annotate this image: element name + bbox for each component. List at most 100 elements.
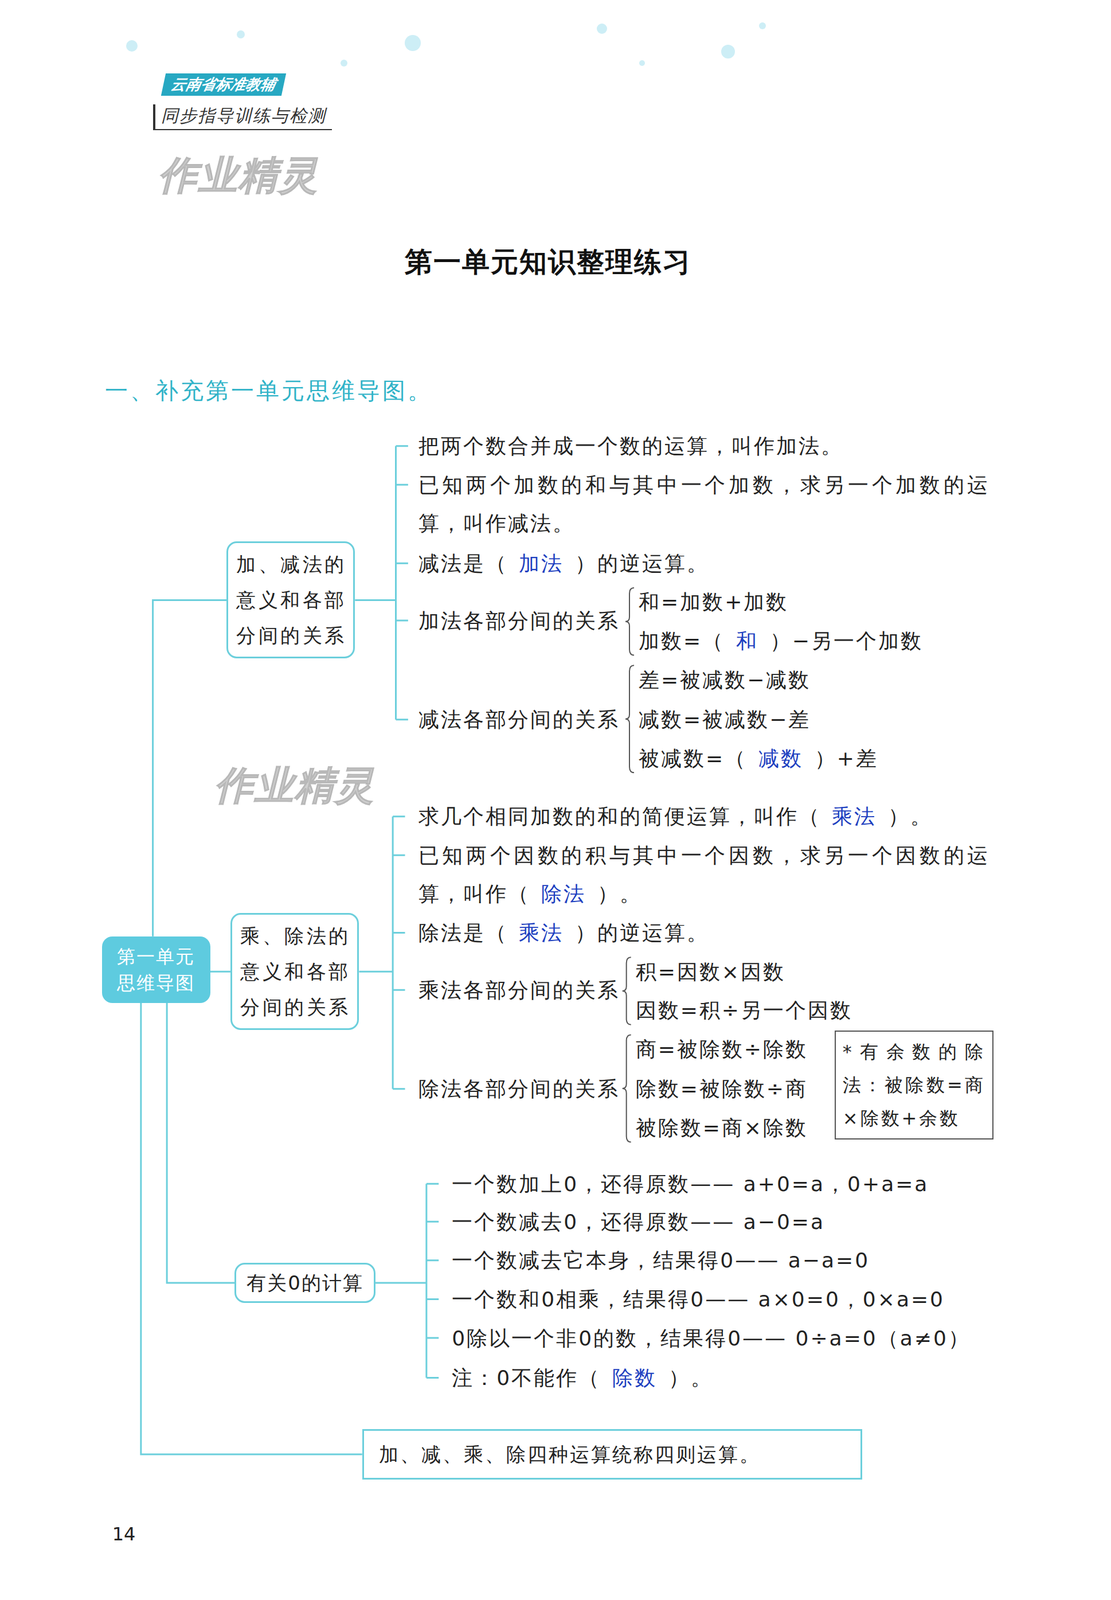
text-line: 差=被减数−减数 — [638, 660, 811, 699]
statement-text: 加数=（ — [638, 628, 725, 653]
statement-text: ）。 — [668, 1365, 714, 1390]
section-heading: 一、补充第一单元思维导图。 — [104, 374, 433, 407]
statement-text: 因数=积÷另一个因数 — [635, 998, 853, 1022]
statement-text: 乘法各部分间的关系 — [418, 978, 620, 1002]
text-line: 一个数减去它本身，结果得0—— a−a=0 — [451, 1240, 870, 1279]
statement-text: 除法是（ — [418, 920, 508, 945]
statement-text: ）+差 — [814, 746, 879, 770]
page-number: 14 — [112, 1522, 136, 1545]
statement-text: 加法各部分间的关系 — [418, 608, 620, 633]
text-line: 商=被除数÷除数 — [635, 1029, 808, 1069]
statement-text: 商=被除数÷除数 — [635, 1037, 808, 1061]
answer-text: 乘法 — [820, 804, 889, 828]
statement-text: ）。 — [597, 881, 643, 906]
statement-text: 一个数减去0，还得原数—— a−0=a — [451, 1209, 825, 1234]
answer-text: 乘法 — [507, 920, 576, 945]
text-line: 除法是（乘法）的逆运算。 — [418, 913, 710, 952]
node-text: 第一单元 思维导图 — [107, 943, 205, 996]
statement-text: ）−另一个加数 — [769, 628, 923, 653]
branch-connector — [141, 1002, 363, 1454]
text-line: 加数=（和）−另一个加数 — [638, 621, 923, 660]
curly-brace — [625, 587, 635, 655]
bracket — [354, 446, 409, 720]
page-title: 第一单元知识整理练习 — [0, 243, 1097, 281]
bracket — [358, 816, 405, 1089]
text-line: 一个数加上0，还得原数—— a+0=a，0+a=a — [451, 1164, 929, 1203]
text-line: 积=因数×因数 — [635, 952, 786, 991]
text-line: 减法是（加法）的逆运算。 — [418, 544, 710, 583]
series-name: 同步指导训练与检测 — [153, 104, 332, 131]
text-line: 乘法各部分间的关系 — [418, 970, 620, 1009]
dot — [721, 44, 735, 59]
text-line: 已知两个加数的和与其中一个加数，求另一个加数的运算，叫作减法。 — [418, 465, 991, 543]
text-line: 把两个数合并成一个数的运算，叫作加法。 — [418, 426, 844, 465]
text-line: 求几个相同加数的和的简便运算，叫作（乘法）。 — [418, 796, 934, 836]
answer-text: 减数 — [746, 746, 815, 770]
dot — [340, 59, 348, 67]
statement-text: ）。 — [887, 804, 933, 828]
dot — [639, 60, 645, 66]
statement-text: 已知两个因数的积与其中一个因数，求另一个因数的运算，叫作（ — [418, 843, 991, 906]
curly-brace — [622, 1034, 632, 1142]
watermark: 作业精灵 — [158, 149, 319, 202]
answer-text: 除法 — [530, 881, 598, 906]
topic-box: 有关0的计算 — [234, 1262, 376, 1303]
node-text: 有关0的计算 — [246, 1266, 364, 1299]
answer-text: 加法 — [507, 551, 576, 575]
answer-text: 除数 — [600, 1365, 669, 1390]
statement-text: 被除数=商×除数 — [635, 1115, 808, 1140]
text-line: 已知两个因数的积与其中一个因数，求另一个因数的运算，叫作（除法）。 — [418, 835, 991, 913]
text-line: 因数=积÷另一个因数 — [635, 990, 853, 1030]
branch-brackets — [354, 446, 439, 1378]
curly-brace — [625, 664, 635, 773]
statement-text: 注：0不能作（ — [451, 1365, 601, 1390]
root-node: 第一单元 思维导图 — [102, 936, 211, 1003]
statement-text: 差=被减数−减数 — [638, 667, 811, 692]
text-line: 0除以一个非0的数，结果得0—— 0÷a=0（a≠0） — [451, 1318, 970, 1357]
brand-logo: 云南省标准教辅 — [161, 73, 287, 96]
statement-text: 和=加数+加数 — [638, 589, 789, 614]
dot — [236, 30, 245, 39]
dot — [759, 22, 766, 30]
text-line: 被除数=商×除数 — [635, 1108, 808, 1147]
statement-text: 0除以一个非0的数，结果得0—— 0÷a=0（a≠0） — [451, 1325, 970, 1350]
topic-box: 加、减法的 意义和各部 分间的关系 — [226, 541, 355, 659]
statement-text: 减数=被减数−差 — [638, 707, 811, 731]
text-line: 减数=被减数−差 — [638, 699, 811, 739]
statement-text: 求几个相同加数的和的简便运算，叫作（ — [418, 804, 821, 828]
dot — [596, 23, 608, 34]
statement-text: 一个数减去它本身，结果得0—— a−a=0 — [451, 1248, 870, 1272]
note-box: *有余数的除法：被除数=商×除数+余数 — [834, 1030, 995, 1140]
branch-connector — [166, 1002, 235, 1283]
text-line: 注：0不能作（除数）。 — [451, 1358, 714, 1397]
node-text: 加、减、乘、除四种运算统称四则运算。 — [378, 1436, 846, 1472]
statement-text: 除数=被除数÷商 — [635, 1076, 808, 1101]
statement-text: 除法各部分间的关系 — [418, 1076, 620, 1101]
branch-connector — [210, 970, 232, 973]
statement-text: 一个数加上0，还得原数—— a+0=a，0+a=a — [451, 1171, 929, 1196]
text-line: 除法各部分间的关系 — [418, 1069, 620, 1108]
statement-text: 一个数和0相乘，结果得0—— a×0=0，0×a=0 — [451, 1286, 945, 1311]
statement-text: ）的逆运算。 — [574, 551, 710, 575]
topic-box: 乘、除法的 意义和各部 分间的关系 — [230, 912, 359, 1030]
text-line: 一个数和0相乘，结果得0—— a×0=0，0×a=0 — [451, 1279, 945, 1318]
text-line: 和=加数+加数 — [638, 582, 789, 621]
statement-text: 已知两个加数的和与其中一个加数，求另一个加数的运算，叫作减法。 — [418, 472, 991, 535]
bracket — [375, 1183, 439, 1377]
node-text: *有余数的除法：被除数=商×除数+余数 — [842, 1034, 987, 1135]
statement-text: 被减数=（ — [638, 746, 747, 770]
statement-text: 把两个数合并成一个数的运算，叫作加法。 — [418, 433, 844, 458]
statement-text: 减法是（ — [418, 551, 508, 575]
dot — [404, 34, 421, 52]
curly-brace — [622, 956, 632, 1024]
node-text: 加、减法的 意义和各部 分间的关系 — [236, 546, 346, 653]
text-line: 一个数减去0，还得原数—— a−0=a — [451, 1202, 825, 1241]
answer-text: 和 — [724, 628, 770, 653]
text-line: 减法各部分间的关系 — [418, 699, 620, 739]
summary-box: 加、减、乘、除四种运算统称四则运算。 — [362, 1428, 863, 1480]
node-text: 乘、除法的 意义和各部 分间的关系 — [240, 917, 350, 1025]
statement-text: 积=因数×因数 — [635, 959, 786, 984]
statement-text: 减法各部分间的关系 — [418, 707, 620, 731]
